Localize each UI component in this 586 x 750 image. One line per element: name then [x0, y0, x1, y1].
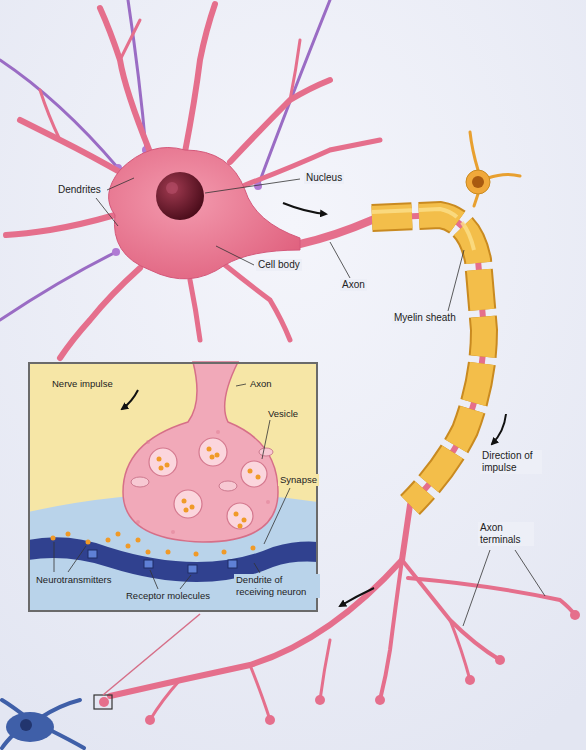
part-label: Nucleus — [304, 172, 344, 184]
inset-label: Neurotransmitters — [34, 574, 114, 586]
part-label: Cell body — [256, 259, 302, 271]
part-label: Direction of impulse — [480, 450, 542, 474]
inset-label: Axon — [248, 378, 274, 390]
inset-label: Vesicle — [266, 408, 300, 420]
inset-label: Nerve impulse — [50, 378, 115, 390]
inset-label: Dendrite of receiving neuron — [234, 574, 320, 598]
inset-label: Receptor molecules — [124, 590, 212, 602]
part-label: Axon terminals — [478, 522, 534, 546]
part-label: Axon — [340, 279, 367, 291]
part-label: Myelin sheath — [392, 312, 458, 324]
part-label: Dendrites — [56, 184, 103, 196]
inset-box: Nerve impulse AxonVesicleSynapseNeurotran… — [28, 362, 318, 612]
inset-label: Synapse — [278, 474, 319, 486]
